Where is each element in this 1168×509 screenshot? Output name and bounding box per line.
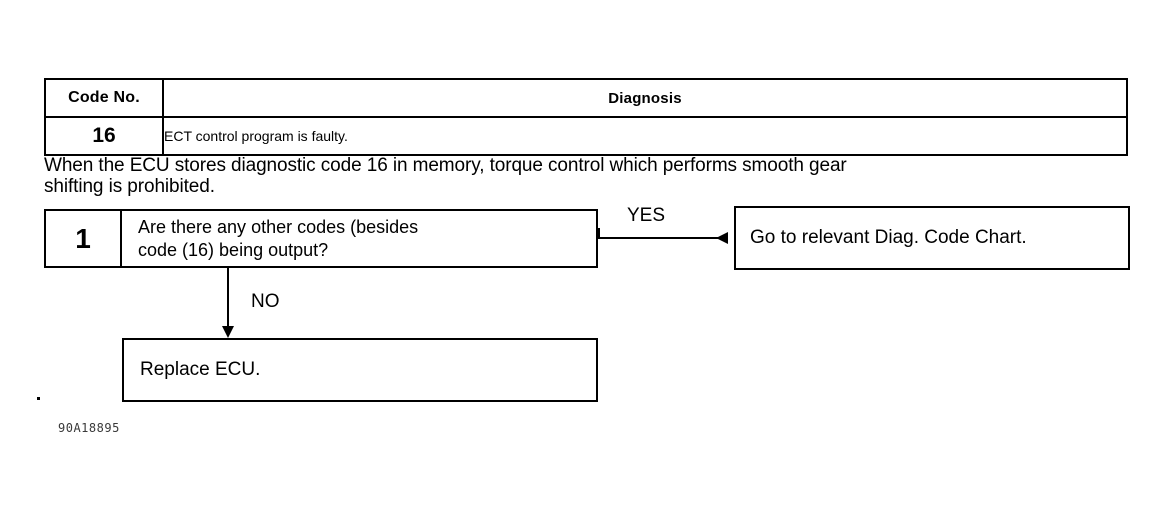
no-connector-line bbox=[227, 268, 229, 330]
yes-connector-line bbox=[598, 237, 720, 239]
figure-reference-code: 90A18895 bbox=[58, 421, 120, 435]
crop-tick-mark bbox=[37, 397, 40, 400]
table-header-row: Code No. Diagnosis bbox=[44, 78, 1128, 118]
intro-paragraph: When the ECU stores diagnostic code 16 i… bbox=[44, 155, 847, 197]
step-question: Are there any other codes (besides code … bbox=[138, 216, 419, 260]
cell-code-no: 16 bbox=[44, 116, 164, 156]
no-result-text: Replace ECU. bbox=[140, 359, 261, 380]
branch-label-no: NO bbox=[251, 291, 280, 312]
yes-arrow-icon bbox=[716, 232, 728, 244]
yes-connector-stub bbox=[598, 228, 600, 239]
header-code-no: Code No. bbox=[44, 78, 164, 118]
flow-step-1: 1 Are there any other codes (besides cod… bbox=[44, 209, 598, 268]
branch-label-yes: YES bbox=[627, 205, 666, 226]
table-row: 16 ECT control program is faulty. bbox=[44, 116, 1128, 156]
cell-diagnosis: ECT control program is faulty. bbox=[162, 116, 1128, 156]
no-arrow-icon bbox=[222, 326, 234, 338]
header-diagnosis: Diagnosis bbox=[162, 78, 1128, 118]
code-diagnosis-table: Code No. Diagnosis 16 ECT control progra… bbox=[44, 78, 1128, 156]
yes-result-box: Go to relevant Diag. Code Chart. bbox=[734, 206, 1130, 270]
yes-result-text: Go to relevant Diag. Code Chart. bbox=[750, 227, 1027, 248]
no-result-box: Replace ECU. bbox=[122, 338, 598, 402]
step-number: 1 bbox=[46, 211, 122, 266]
